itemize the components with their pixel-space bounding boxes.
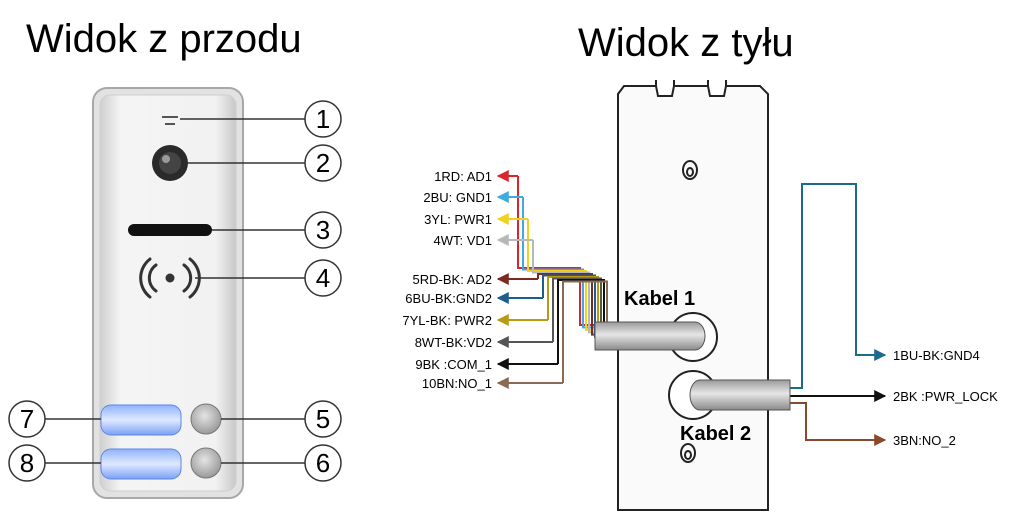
speaker-slot bbox=[128, 224, 212, 236]
cable2-wire-3 bbox=[780, 402, 887, 446]
cable2-wire-label-3: 3BN:NO_2 bbox=[893, 433, 956, 448]
callout-number-7: 7 bbox=[20, 404, 34, 434]
callout-circles bbox=[8, 100, 342, 482]
call-button-8[interactable] bbox=[100, 448, 182, 480]
cable2-wires bbox=[780, 183, 887, 446]
cable1-wire-label-10: 10BN:NO_1 bbox=[422, 376, 492, 391]
callout-circle-1 bbox=[304, 100, 342, 138]
cable1-wire-label-1: 1RD: AD1 bbox=[434, 169, 492, 184]
callout-circle-5 bbox=[304, 400, 342, 438]
cable1-wires bbox=[496, 170, 608, 389]
cable2-sheath bbox=[689, 379, 791, 411]
call-button-7[interactable] bbox=[100, 404, 182, 436]
cable2-wire-1 bbox=[780, 183, 887, 389]
callout-number-8: 8 bbox=[20, 448, 34, 478]
cable1-wire-label-4: 4WT: VD1 bbox=[433, 233, 492, 248]
callout-number-4: 4 bbox=[316, 263, 330, 293]
callout-number-6: 6 bbox=[316, 448, 330, 478]
front-panel bbox=[92, 87, 244, 499]
cable1-wire-label-2: 2BU: GND1 bbox=[423, 190, 492, 205]
button-5[interactable] bbox=[190, 403, 222, 435]
button-6[interactable] bbox=[190, 447, 222, 479]
cable1-wire-label-3: 3YL: PWR1 bbox=[424, 212, 492, 227]
cable2-wire-label-1: 1BU-BK:GND4 bbox=[893, 348, 980, 363]
cable1-wire-5 bbox=[537, 273, 600, 336]
callout-number-5: 5 bbox=[316, 404, 330, 434]
front-view-title: Widok z przodu bbox=[26, 17, 302, 61]
cable2-label: Kabel 2 bbox=[680, 423, 751, 445]
cable1-wire-label-7: 7YL-BK: PWR2 bbox=[402, 313, 492, 328]
mounting-hole-bottom bbox=[680, 443, 696, 463]
cable1-wire-label-8: 8WT-BK:VD2 bbox=[415, 335, 492, 350]
callout-circle-4 bbox=[304, 259, 342, 297]
cable2-wire-label-2: 2BK :PWR_LOCK bbox=[893, 389, 998, 404]
cable2-wire-labels: 1BU-BK:GND4 2BK :PWR_LOCK 3BN:NO_2 bbox=[893, 348, 998, 448]
cable1-label: Kabel 1 bbox=[624, 288, 695, 310]
callout-circle-2 bbox=[304, 144, 342, 182]
back-view-title: Widok z tyłu bbox=[578, 21, 794, 65]
cable1-wire-4 bbox=[532, 240, 600, 334]
cable1-wire-labels: 1RD: AD1 2BU: GND1 3YL: PWR1 4WT: VD1 5RD-BK… bbox=[402, 169, 492, 391]
callout-lines bbox=[45, 118, 305, 464]
cable1-wire-label-9: 9BK :COM_1 bbox=[415, 357, 492, 372]
callout-number-3: 3 bbox=[316, 215, 330, 245]
callout-circle-6 bbox=[304, 444, 342, 482]
cable1-wire-label-6: 6BU-BK:GND2 bbox=[405, 291, 492, 306]
microphone-icon bbox=[162, 116, 178, 125]
callout-circle-3 bbox=[304, 211, 342, 249]
cable1-sheath bbox=[594, 321, 706, 351]
mounting-hole-top bbox=[682, 160, 698, 180]
callout-circle-7 bbox=[8, 400, 46, 438]
callout-number-1: 1 bbox=[316, 104, 330, 134]
camera-icon bbox=[152, 145, 188, 181]
callout-number-2: 2 bbox=[316, 148, 330, 178]
cable1-wire-label-5: 5RD-BK: AD2 bbox=[413, 272, 492, 287]
callout-circle-8 bbox=[8, 444, 46, 482]
